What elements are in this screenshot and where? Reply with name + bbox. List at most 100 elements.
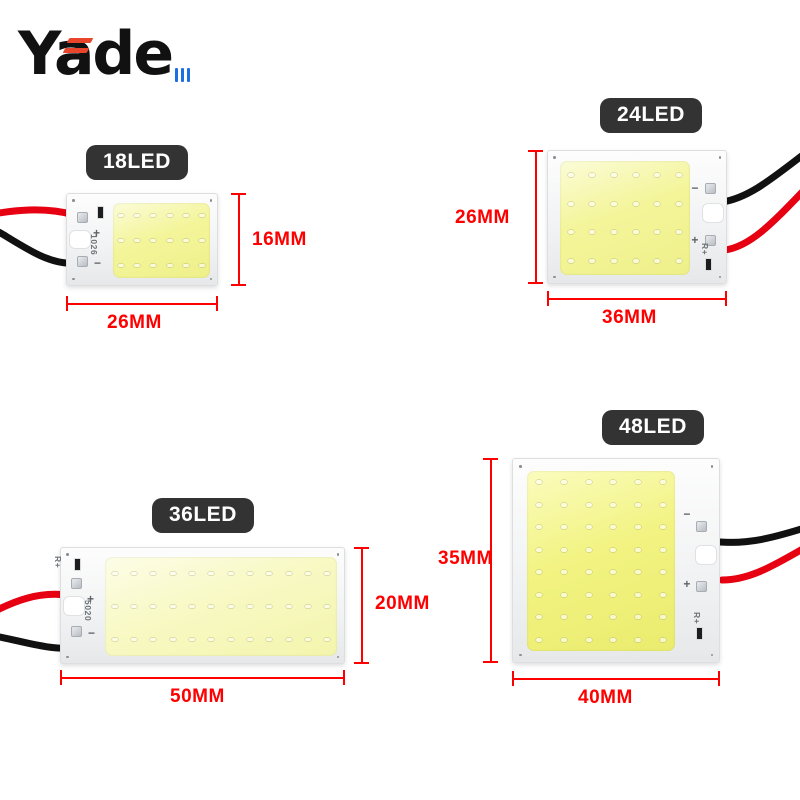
led-chip: [198, 238, 205, 243]
led-chip: [610, 480, 617, 485]
led-chip: [634, 502, 641, 507]
led-chip: [676, 230, 683, 235]
cob-emitter-18led: [113, 203, 210, 278]
led-chip: [610, 592, 617, 597]
led-chip: [324, 604, 331, 609]
dim-height-label-48led: 35MM: [438, 548, 493, 569]
led-chip: [118, 263, 125, 268]
led-panel-36led: R+ + − 5020: [53, 547, 345, 664]
led-grid-36led: [105, 557, 337, 656]
led-chip: [654, 230, 661, 235]
led-panel-48led: − + 4035 R+: [512, 458, 720, 663]
led-chip: [634, 592, 641, 597]
led-chip: [659, 592, 666, 597]
dim-height-cap-bottom-18led: [231, 284, 246, 286]
logo-blue-tick-icon: [175, 68, 178, 82]
led-chip: [166, 238, 173, 243]
led-chip: [610, 547, 617, 552]
led-chip: [246, 604, 253, 609]
led-chip: [589, 201, 596, 206]
resistor-component: [705, 258, 712, 271]
resistor-component: [74, 558, 81, 571]
led-chip: [560, 502, 567, 507]
led-chip: [188, 571, 195, 576]
cob-emitter-48led: [527, 471, 675, 651]
cob-emitter-24led: [560, 161, 690, 275]
dim-height-cap-top-18led: [231, 193, 246, 195]
led-chip: [150, 263, 157, 268]
led-chip: [150, 238, 157, 243]
dim-width-line-18led: [66, 303, 218, 305]
led-chip: [111, 637, 118, 642]
led-chip: [324, 637, 331, 642]
led-chip: [585, 547, 592, 552]
led-chip: [585, 480, 592, 485]
cob-emitter-36led: [105, 557, 337, 656]
led-chip: [659, 525, 666, 530]
led-chip: [654, 201, 661, 206]
led-chip: [182, 213, 189, 218]
led-chip: [182, 263, 189, 268]
led-chip: [266, 637, 273, 642]
led-chip: [266, 604, 273, 609]
led-chip: [324, 571, 331, 576]
led-chip: [610, 525, 617, 530]
led-chip: [567, 201, 574, 206]
silk-resistor-24led: R+: [699, 243, 710, 256]
led-chip: [634, 570, 641, 575]
dim-width-cap-right-24led: [725, 291, 727, 306]
led-chip: [134, 213, 141, 218]
silk-negative-36led: −: [88, 626, 96, 640]
logo-accent-stripe-icon: [62, 48, 90, 53]
led-grid-48led: [527, 471, 675, 651]
led-chip: [654, 258, 661, 263]
dim-width-cap-right-48led: [718, 671, 720, 686]
silk-resistor-36led: R+: [53, 556, 63, 569]
solder-pad-negative: [696, 521, 707, 532]
silk-negative-48led: −: [683, 507, 691, 521]
led-chip: [611, 258, 618, 263]
led-grid-18led: [113, 203, 210, 278]
led-chip: [134, 263, 141, 268]
logo-blue-tick-icon: [181, 68, 184, 82]
led-chip: [150, 213, 157, 218]
led-chip: [634, 547, 641, 552]
led-chip: [634, 615, 641, 620]
led-chip: [227, 571, 234, 576]
led-chip: [304, 637, 311, 642]
led-chip: [198, 263, 205, 268]
solder-pad-negative: [77, 256, 88, 267]
led-chip: [166, 213, 173, 218]
dim-width-label-18led: 26MM: [107, 312, 162, 333]
dim-width-label-24led: 36MM: [602, 307, 657, 328]
led-chip: [634, 525, 641, 530]
dim-width-cap-left-36led: [60, 670, 62, 685]
led-chip: [610, 502, 617, 507]
led-chip: [654, 173, 661, 178]
dim-width-cap-left-48led: [512, 671, 514, 686]
led-chip: [111, 604, 118, 609]
led-chip: [585, 615, 592, 620]
led-chip: [560, 547, 567, 552]
led-chip: [150, 604, 157, 609]
led-chip: [560, 525, 567, 530]
dim-height-line-48led: [490, 458, 492, 663]
led-chip: [659, 615, 666, 620]
led-chip: [585, 592, 592, 597]
led-chip: [589, 258, 596, 263]
led-chip: [246, 571, 253, 576]
silk-negative-24led: −: [691, 181, 699, 195]
led-chip: [589, 230, 596, 235]
dim-width-cap-left-18led: [66, 296, 68, 311]
led-chip: [676, 201, 683, 206]
dim-height-line-24led: [535, 150, 537, 284]
dim-width-cap-right-36led: [343, 670, 345, 685]
dim-height-cap-top-36led: [354, 547, 369, 549]
led-chip: [150, 637, 157, 642]
led-chip: [589, 173, 596, 178]
led-chip: [536, 480, 543, 485]
led-chip: [585, 525, 592, 530]
brand-logo: Yade: [12, 14, 222, 94]
led-chip: [134, 238, 141, 243]
led-chip: [118, 213, 125, 218]
